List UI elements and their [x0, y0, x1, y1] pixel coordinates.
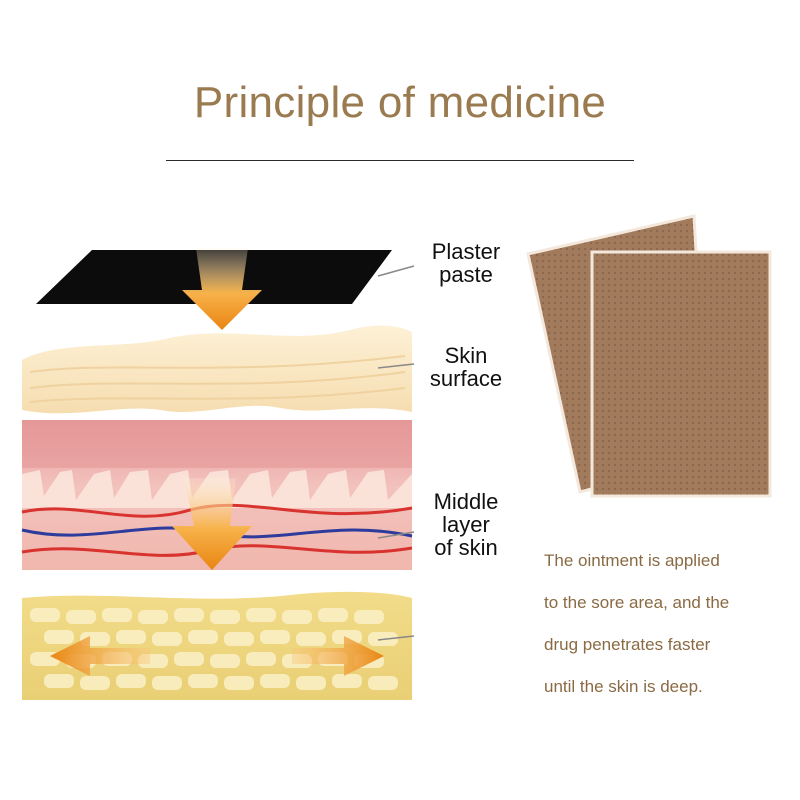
- dermis-arrow: [172, 478, 252, 570]
- patch-front: [590, 250, 772, 498]
- label-plaster-paste: Plaster paste: [431, 239, 501, 287]
- plaster-leader: [377, 265, 415, 277]
- fat-arrow-right: [292, 636, 384, 676]
- label-middle-layer: Middle layer of skin: [433, 489, 499, 560]
- plaster-arrow: [182, 248, 262, 330]
- title-divider: [166, 160, 634, 161]
- principle-description: The ointment is applied to the sore area…: [544, 551, 730, 696]
- label-skin-surface: Skin surface: [429, 343, 503, 391]
- skin-surface-layer: [22, 325, 412, 414]
- fat-leader: [377, 635, 415, 641]
- middle-leader: [377, 531, 415, 539]
- fat-arrow-left: [50, 636, 150, 676]
- page-title: Principle of medicine: [193, 78, 607, 127]
- skin-leader: [377, 363, 415, 369]
